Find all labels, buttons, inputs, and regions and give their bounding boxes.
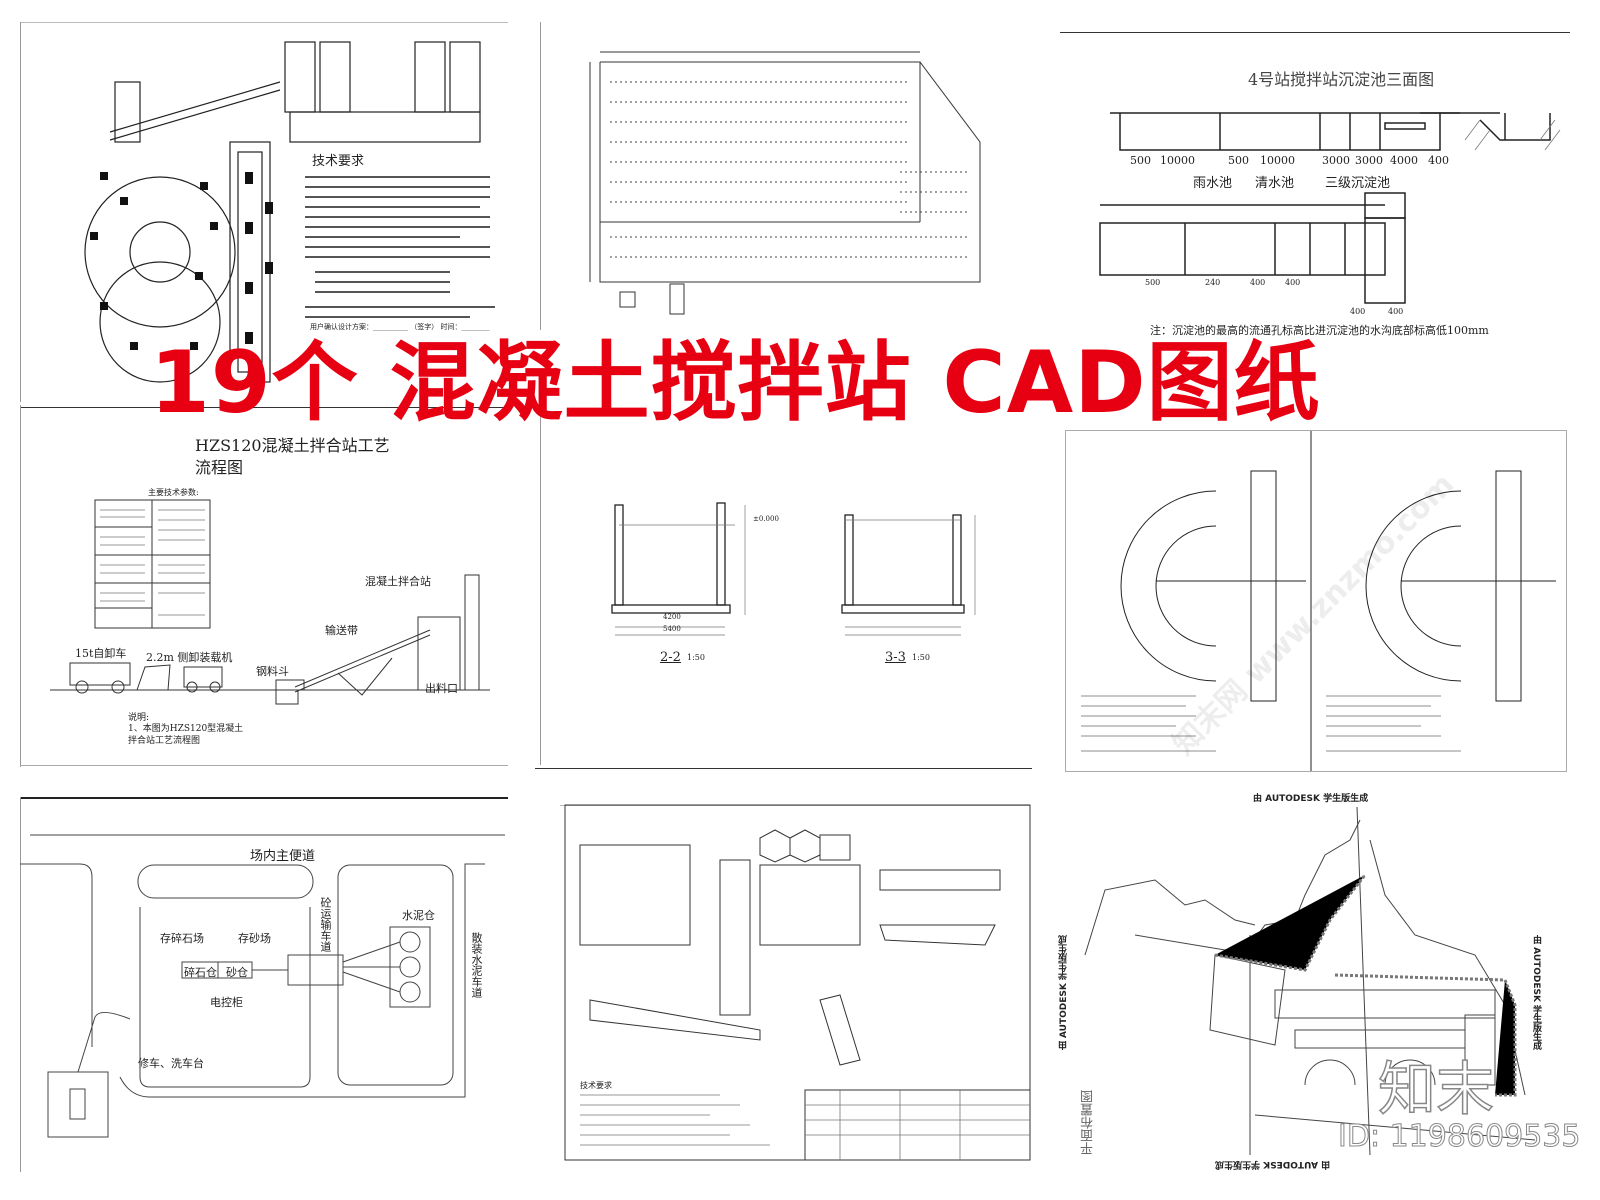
panel-site-layout: 场内主便道 存碎石场 存砂场 碎石仓 砂仓 电控柜 砼运输车道 水泥仓 散装水泥… bbox=[20, 797, 508, 1172]
sign-line: 用户确认设计方案：__________ （签字） 时间：________ bbox=[310, 323, 490, 331]
dim: 500 bbox=[1130, 154, 1151, 167]
label-mixing-station: 混凝土拌合站 bbox=[365, 575, 431, 588]
dim: 10000 bbox=[1260, 154, 1295, 167]
label-sand-bin: 砂仓 bbox=[226, 966, 248, 979]
label-rain-pool: 雨水池 bbox=[1193, 176, 1233, 191]
tech-requirements-title: 技术要求 bbox=[312, 154, 365, 169]
dim: 400 bbox=[1428, 154, 1449, 167]
label-wash-station: 修车、洗车台 bbox=[138, 1057, 204, 1070]
panel-site-plan: 由 AUTODESK 学生版生成 由 AUTODESK 学生版生成 由 AUTO… bbox=[1059, 794, 1570, 1170]
dim: 4200 bbox=[663, 613, 681, 621]
sections-drawing bbox=[611, 502, 976, 636]
params-title: 主要技术参数: bbox=[148, 488, 199, 497]
foundation-grid-drawing bbox=[589, 51, 981, 315]
label-control-cabinet: 电控柜 bbox=[210, 996, 243, 1009]
label-concrete-truck-lane: 砼运输车道 bbox=[319, 897, 332, 952]
settling-tank-note: 注：沉淀池的最高的流通孔标高比进沉淀池的水沟底部标高低100mm bbox=[1150, 324, 1489, 337]
flow-chart-title: HZS120混凝土拌合站工艺流程图 bbox=[195, 436, 390, 477]
label-settling-pool: 三级沉淀池 bbox=[1325, 176, 1391, 191]
panel-flow-chart: HZS120混凝土拌合站工艺流程图 主要技术参数: 15t自卸车 2.2m 侧卸… bbox=[20, 405, 508, 767]
dim: 4000 bbox=[1390, 154, 1418, 167]
label-bulk-cement-lane: 散装水泥车道 bbox=[470, 932, 483, 998]
label-loader: 2.2m 侧卸装载机 bbox=[146, 651, 233, 664]
flow-chart-note: 1、本图为HZS120型混凝土拌合站工艺流程图 bbox=[128, 724, 244, 746]
label-outlet: 出料口 bbox=[425, 682, 458, 695]
label-clear-pool: 清水池 bbox=[1255, 176, 1295, 191]
label-gravel-yard: 存碎石场 bbox=[160, 932, 204, 945]
label-conveyor: 输送带 bbox=[325, 624, 358, 637]
resource-id: ID: 1198609535 bbox=[1337, 1119, 1581, 1154]
dim: 400 bbox=[1285, 278, 1301, 287]
znzmo-logo: 知末 bbox=[1377, 1055, 1495, 1123]
main-road-label: 场内主便道 bbox=[250, 849, 316, 864]
panel-twin-plans bbox=[1065, 430, 1567, 772]
label-sand-yard: 存砂场 bbox=[238, 932, 271, 945]
section-2-2-scale: 1:50 bbox=[687, 653, 705, 662]
dim: 3000 bbox=[1322, 154, 1350, 167]
dim: 3000 bbox=[1355, 154, 1383, 167]
plant-plan-drawing bbox=[84, 41, 495, 383]
panel-settling-tank: 4号站搅拌站沉淀池三面图 500 10000 500 10000 3000 30… bbox=[1060, 30, 1570, 345]
settling-tank-title: 4号站搅拌站沉淀池三面图 bbox=[1248, 70, 1435, 89]
label-gravel-bin: 碎石仓 bbox=[184, 966, 217, 979]
section-3-3-scale: 1:50 bbox=[912, 653, 930, 662]
dim: 500 bbox=[1145, 278, 1161, 287]
panel-plant-plan: 技术要求 用户确认设计方案：__________ （签字） 时间：_______… bbox=[20, 22, 508, 402]
section-2-2-label: 2-2 bbox=[660, 650, 681, 665]
panel-details: 技术要求 bbox=[540, 800, 1032, 1168]
collage-title: 19个 混凝土搅拌站 CAD图纸 bbox=[150, 333, 1321, 433]
flow-chart-drawing bbox=[50, 499, 490, 705]
panel-foundation-grid bbox=[540, 22, 1032, 330]
details-tech-title: 技术要求 bbox=[580, 1081, 612, 1090]
dim: 400 bbox=[1388, 307, 1404, 316]
dim: 10000 bbox=[1160, 154, 1195, 167]
dim: 240 bbox=[1205, 278, 1221, 287]
dim: 400 bbox=[1350, 307, 1366, 316]
note-title: 说明: bbox=[128, 713, 150, 723]
label-hopper: 钢料斗 bbox=[256, 665, 289, 678]
autodesk-stamp-top: 由 AUTODESK 学生版生成 bbox=[1253, 794, 1369, 804]
dim: 5400 bbox=[663, 625, 681, 633]
panel-sections: 4200 5400 ±0.000 2-2 1:50 3-3 1:50 bbox=[535, 405, 1032, 770]
autodesk-stamp-right: 由 AUTODESK 学生版生成 bbox=[1531, 935, 1541, 1051]
dim: ±0.000 bbox=[753, 515, 779, 523]
details-drawing bbox=[564, 804, 1031, 1161]
site-layout-drawing bbox=[20, 834, 505, 1138]
section-3-3-label: 3-3 bbox=[885, 650, 906, 665]
label-cement-silo: 水泥仓 bbox=[402, 909, 435, 922]
dim: 400 bbox=[1250, 278, 1266, 287]
site-plan-drawing bbox=[1084, 806, 1536, 1156]
settling-tank-drawing bbox=[1099, 112, 1561, 304]
twin-plans-drawing bbox=[1081, 431, 1556, 771]
dim: 500 bbox=[1228, 154, 1249, 167]
label-dump-truck: 15t自卸车 bbox=[75, 647, 127, 660]
